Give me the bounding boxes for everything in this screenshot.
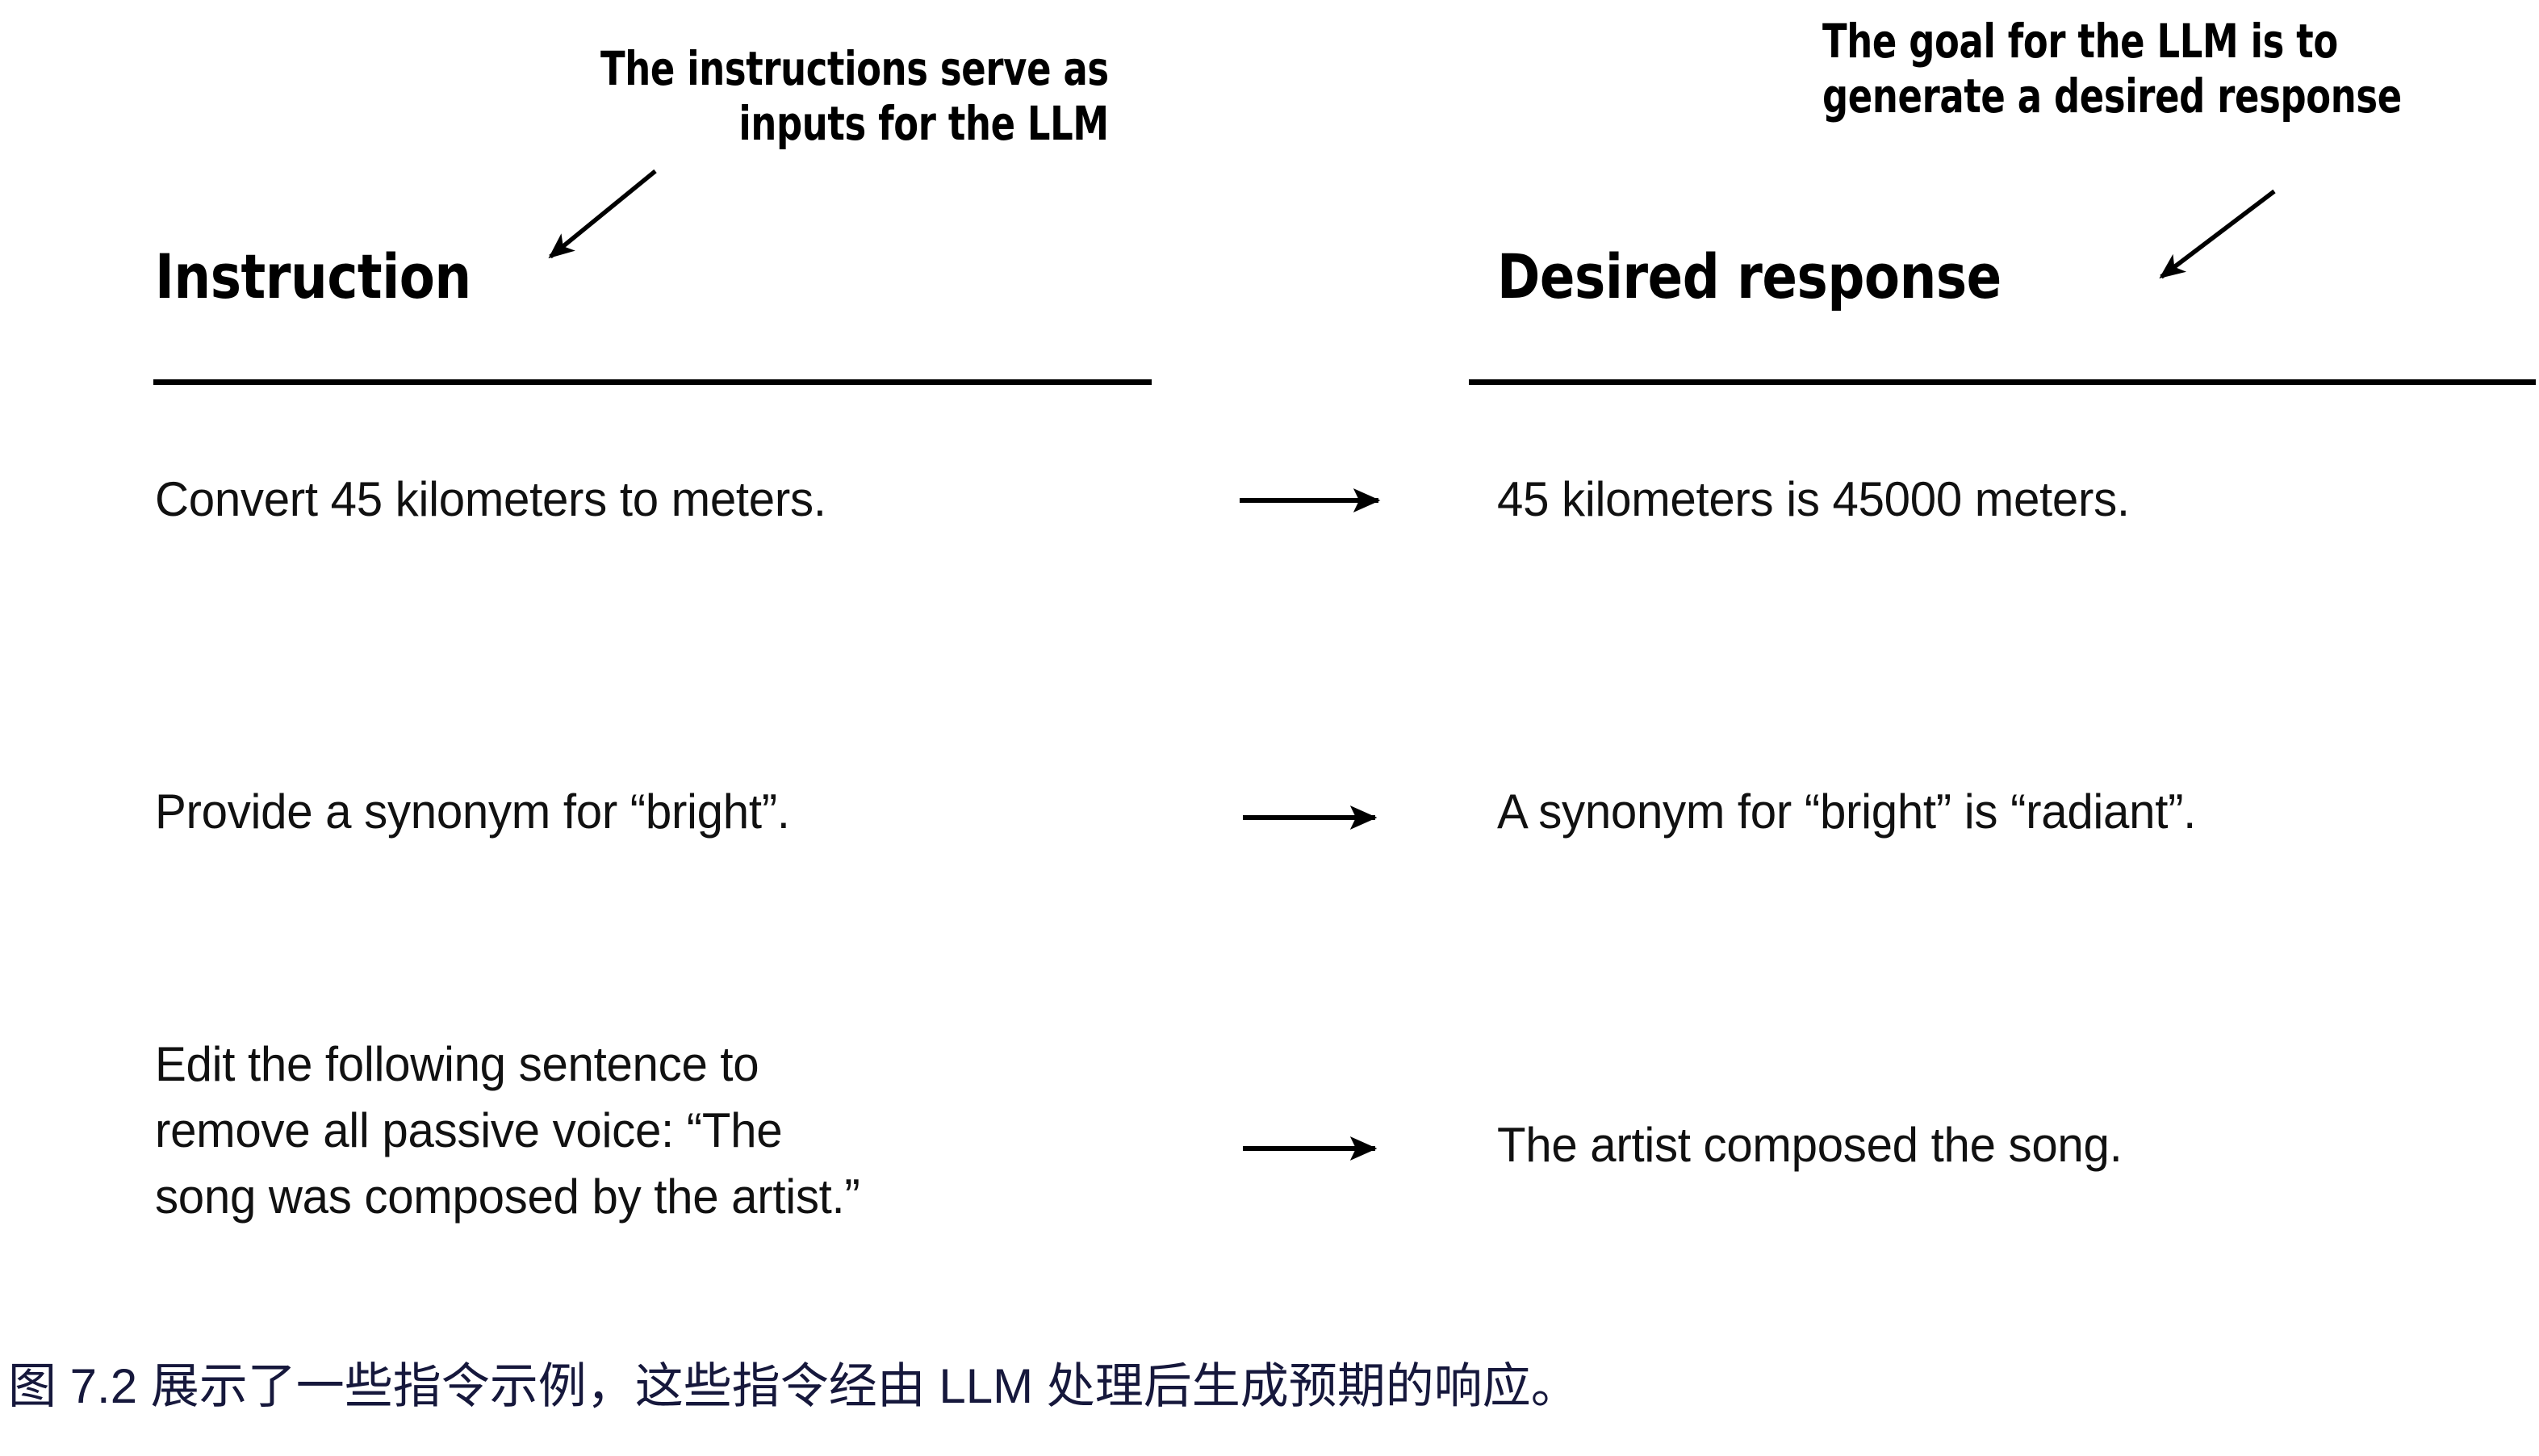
instruction-cell-1: Convert 45 kilometers to meters. xyxy=(155,472,826,526)
annotation-response-line-1: The goal for the LLM is to xyxy=(1822,14,2338,69)
annotation-response-line-2: generate a desired response xyxy=(1822,68,2402,123)
annotation-instruction-arrow-icon xyxy=(548,169,657,259)
instruction-column-divider xyxy=(153,379,1152,385)
row-2-arrow-icon xyxy=(1243,805,1378,831)
row-3-arrow-icon xyxy=(1243,1136,1378,1161)
annotation-instruction-line-1: The instructions serve as xyxy=(600,41,1109,96)
annotation-response-callout: The goal for the LLM is to generate a de… xyxy=(1822,14,2402,124)
desired-response-cell-2: A synonym for “bright” is “radiant”. xyxy=(1497,784,2197,839)
row-1-arrow-icon xyxy=(1240,488,1381,513)
desired-response-cell-1: 45 kilometers is 45000 meters. xyxy=(1497,472,2130,526)
desired-response-column-header: Desired response xyxy=(1497,241,2002,312)
desired-response-cell-3: The artist composed the song. xyxy=(1497,1118,2123,1172)
annotation-instruction-callout: The instructions serve as inputs for the… xyxy=(600,41,1109,152)
figure-caption: 图 7.2 展示了一些指令示例，这些指令经由 LLM 处理后生成预期的响应。 xyxy=(8,1359,1579,1413)
instruction-cell-2: Provide a synonym for “bright”. xyxy=(155,784,790,839)
desired-response-column-divider xyxy=(1469,379,2536,385)
annotation-response-arrow-icon xyxy=(2159,189,2276,279)
instruction-column-header: Instruction xyxy=(155,241,471,312)
instruction-cell-3: Edit the following sentence to remove al… xyxy=(155,1037,860,1224)
annotation-instruction-line-2: inputs for the LLM xyxy=(738,95,1109,151)
